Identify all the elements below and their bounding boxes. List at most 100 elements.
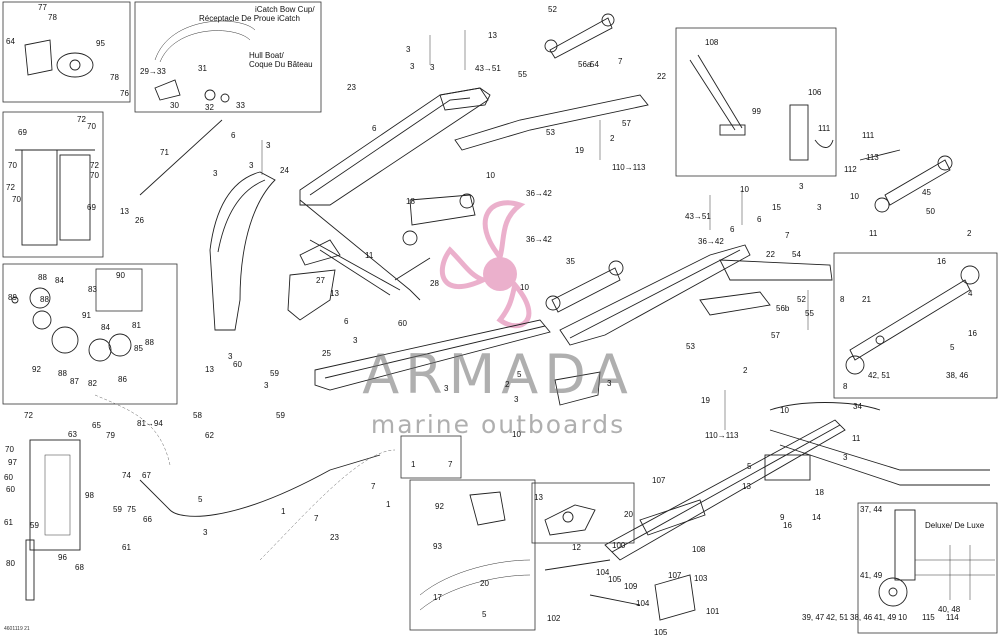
callout-123: 100 — [612, 541, 626, 550]
callout-187: 8 — [843, 382, 848, 391]
bunk-rollers — [845, 265, 980, 375]
callout-33: 87 — [70, 377, 79, 386]
callout-142: 45 — [922, 188, 931, 197]
callout-91: 13 — [330, 289, 339, 298]
watermark-title: ARMADA — [362, 343, 634, 406]
callout-136: 106 — [808, 88, 822, 97]
callout-42: 97 — [8, 458, 17, 467]
callout-54: 96 — [58, 553, 67, 562]
callout-43: 74 — [122, 471, 131, 480]
callout-79: 53 — [546, 128, 555, 137]
callout-132: 109 — [624, 582, 638, 591]
callout-174: 5 — [747, 462, 752, 471]
callout-199: 114 — [946, 613, 959, 622]
callout-139: 111 — [862, 131, 875, 140]
callout-85: 18 — [406, 197, 415, 206]
callout-158: 56b — [776, 304, 790, 313]
callout-163: 2 — [743, 366, 748, 375]
fender-bracket — [25, 439, 81, 601]
callout-181: 16 — [937, 257, 946, 266]
box-bunk-rollers — [833, 252, 998, 399]
callout-162: 53 — [686, 342, 695, 351]
callout-17: 72 — [6, 183, 15, 192]
callout-22: 89 — [8, 293, 17, 302]
callout-130: 102 — [547, 614, 561, 623]
callout-88: 11 — [365, 251, 374, 260]
callout-170: 110→113 — [705, 431, 739, 440]
callout-178: 14 — [812, 513, 821, 522]
box-deluxe-wheel — [857, 502, 998, 634]
callout-119: 5 — [482, 610, 487, 619]
callout-156: 22 — [766, 250, 775, 259]
callout-146: 11 — [869, 229, 878, 238]
roller-carrier-right — [545, 260, 624, 313]
callout-115: 92 — [435, 502, 444, 511]
callout-38: 63 — [68, 430, 77, 439]
callout-13: 70 — [87, 122, 96, 131]
callout-48: 66 — [143, 515, 152, 524]
callout-30: 88 — [145, 338, 154, 347]
box-icatch-bow-cup — [134, 1, 322, 113]
callout-102: 62 — [205, 431, 214, 440]
hull-bow-sketch — [409, 479, 536, 631]
callout-169: 2 — [505, 380, 510, 389]
callout-67: 13 — [488, 31, 497, 40]
box-ratchet-strap — [400, 435, 462, 479]
callout-148: 43→51 — [685, 212, 711, 221]
callout-157: 54 — [792, 250, 801, 259]
callout-152: 3 — [799, 182, 804, 191]
callout-98: 3 — [444, 384, 449, 393]
callout-25: 90 — [116, 271, 125, 280]
callout-8: 30 — [170, 101, 179, 110]
callout-197: 10 — [898, 613, 907, 622]
roller-carrier-top — [544, 13, 615, 59]
box-guide-post — [675, 27, 837, 177]
callout-36: 81→94 — [137, 419, 163, 428]
callout-84: 36→42 — [526, 189, 552, 198]
callout-173: 11 — [852, 434, 861, 443]
box-hitch — [531, 482, 635, 544]
armada-logo-mark — [439, 200, 532, 329]
callout-154: 3 — [817, 203, 822, 212]
callout-122: 12 — [572, 543, 581, 552]
callout-80: 2 — [610, 134, 615, 143]
callout-196: 41, 49 — [874, 613, 897, 622]
callout-126: 107 — [668, 571, 682, 580]
callout-104: 60 — [233, 360, 242, 369]
callout-94: 13 — [205, 365, 214, 374]
left-bunk-assembly — [209, 87, 649, 331]
callout-45: 67 — [142, 471, 151, 480]
callout-47: 75 — [127, 505, 136, 514]
bowcup-title-line2: Réceptacle De Proue iCatch — [199, 14, 300, 23]
callout-117: 17 — [433, 593, 442, 602]
box-rear-brackets — [2, 111, 104, 258]
callout-66: 6 — [372, 124, 377, 133]
callout-53: 61 — [122, 543, 131, 552]
callout-2: 64 — [6, 37, 15, 46]
pads — [287, 239, 341, 321]
callout-73: 55 — [518, 70, 527, 79]
callout-151: 6 — [730, 225, 735, 234]
hitch-coupler — [544, 504, 596, 536]
callout-59: 26 — [135, 216, 144, 225]
callout-128: 103 — [694, 574, 708, 583]
callout-144: 10 — [850, 192, 859, 201]
callout-14: 70 — [8, 161, 17, 170]
callout-18: 70 — [12, 195, 21, 204]
callout-52: 59 — [30, 521, 39, 530]
callout-37: 72 — [24, 411, 33, 420]
callout-23: 83 — [88, 285, 97, 294]
callout-177: 18 — [815, 488, 824, 497]
callout-21: 84 — [55, 276, 64, 285]
callout-83: 10 — [486, 171, 495, 180]
callout-93: 60 — [398, 319, 407, 328]
bowcup-title-line1: iCatch Bow Cup/ — [255, 5, 315, 14]
callout-198: 115 — [922, 613, 935, 622]
winch-assembly — [11, 287, 132, 362]
callout-49: 59 — [113, 505, 122, 514]
callout-28: 84 — [101, 323, 110, 332]
callout-89: 28 — [430, 279, 439, 288]
box-bow-latch — [2, 1, 131, 103]
callout-82: 110→113 — [612, 163, 646, 172]
callout-129: 107 — [652, 476, 666, 485]
